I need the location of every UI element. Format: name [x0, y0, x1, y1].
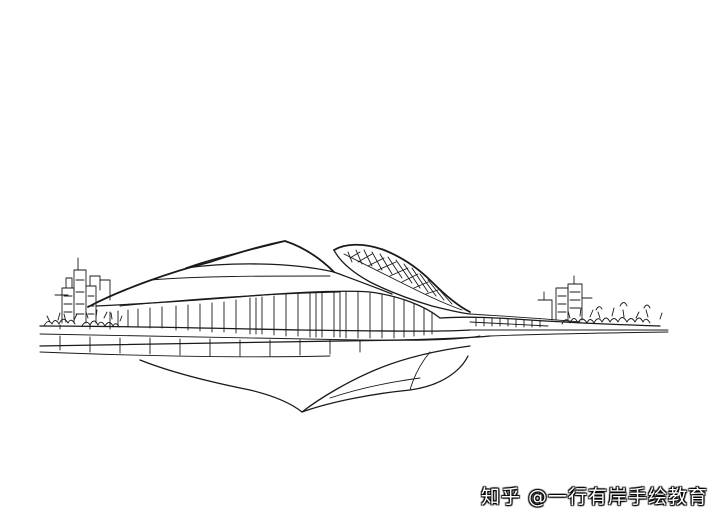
shell-wing: [334, 245, 470, 314]
right-trees: [562, 303, 662, 325]
left-background-buildings: [55, 258, 110, 323]
water-reflection: [140, 346, 470, 412]
right-background-buildings: [538, 276, 592, 320]
watermark: 知乎 @一行有岸手绘教育: [480, 486, 708, 508]
main-dome: [88, 241, 440, 318]
colonnade: [110, 292, 432, 338]
ground-lines: [40, 326, 668, 357]
tail-ramp: [440, 314, 660, 327]
